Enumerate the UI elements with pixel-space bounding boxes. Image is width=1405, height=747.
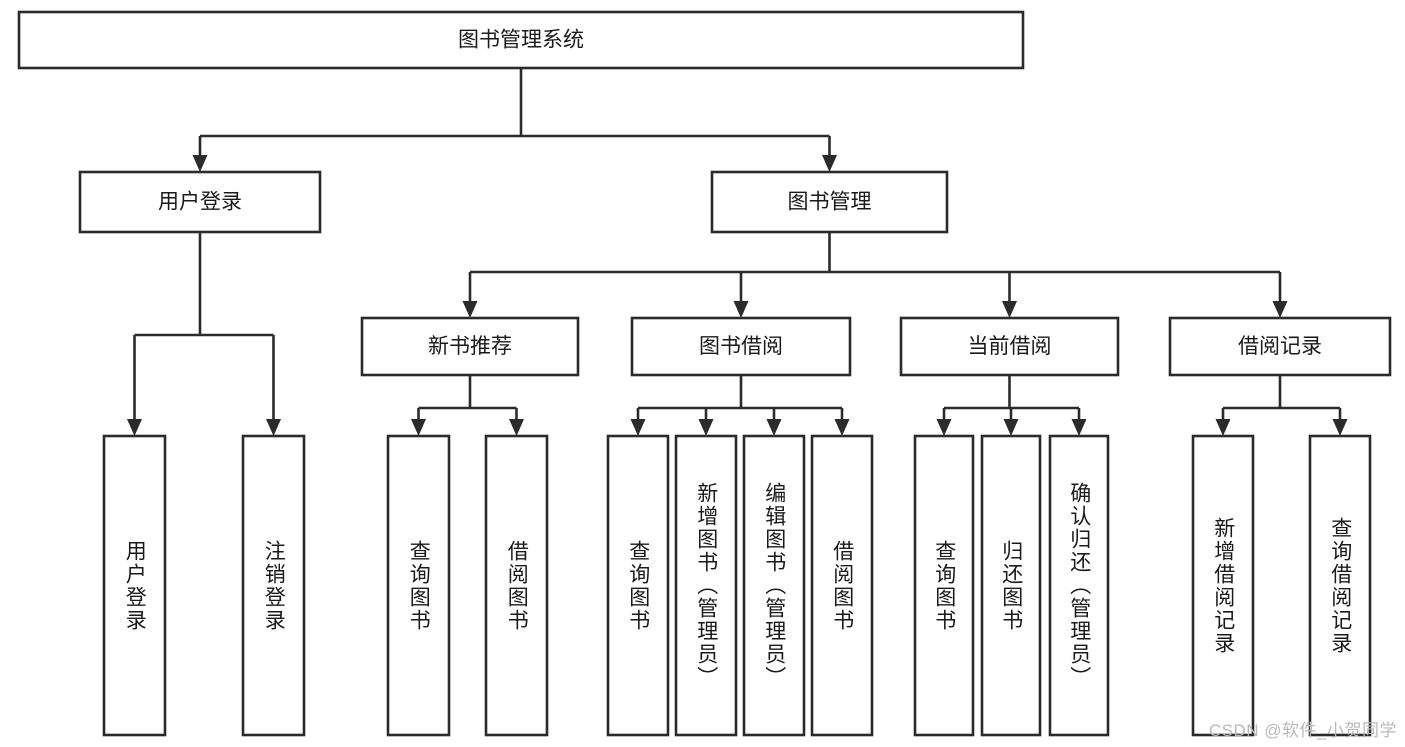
node-box-leaf-edit-book[interactable]: [742, 434, 806, 737]
node-box-user-login[interactable]: [78, 170, 322, 234]
new-book-recommend-to-leaves-arrow-1: [509, 419, 524, 436]
new-book-recommend-to-leaves-arrow-0: [411, 419, 426, 436]
leaf-node-boxes: [102, 434, 1372, 737]
node-label-borrow-record: 借阅记录: [1238, 335, 1322, 358]
node-box-leaf-borrow-book-1[interactable]: [484, 434, 549, 737]
book-borrow-to-leaves-arrow-0: [630, 419, 646, 436]
borrow-record-to-leaves-arrow-0: [1215, 419, 1231, 436]
node-box-leaf-logout-login[interactable]: [241, 434, 306, 737]
node-box-leaf-return-book[interactable]: [980, 434, 1042, 737]
node-box-leaf-query-borrow-record[interactable]: [1308, 434, 1372, 737]
node-box-current-borrow[interactable]: [899, 316, 1120, 377]
node-label-new-book-recommend: 新书推荐: [428, 335, 512, 358]
node-label-user-login: 用户登录: [158, 191, 242, 214]
node-box-leaf-add-borrow-record[interactable]: [1191, 434, 1255, 737]
bookmanage-to-level3-arrow-1: [733, 301, 749, 318]
root-to-level2-arrow-0: [192, 155, 208, 172]
node-box-leaf-query-book-2[interactable]: [606, 434, 670, 737]
connector-arrowheads: [127, 155, 1348, 436]
userlogin-arrow-0: [127, 419, 142, 436]
bookmanage-to-level3-arrow-2: [1002, 301, 1017, 318]
current-borrow-to-leaves-arrow-2: [1071, 419, 1087, 436]
node-label-root: 图书管理系统: [458, 29, 584, 52]
node-box-leaf-add-book[interactable]: [674, 434, 738, 737]
userlogin-arrow-1: [266, 419, 281, 436]
borrow-record-to-leaves-arrow-1: [1332, 419, 1348, 436]
bookmanage-to-level3-arrow-0: [462, 301, 478, 318]
node-box-leaf-query-book-3[interactable]: [913, 434, 975, 737]
node-box-leaf-query-book-1[interactable]: [386, 434, 451, 737]
node-box-leaf-borrow-book-2[interactable]: [810, 434, 874, 737]
current-borrow-to-leaves-arrow-0: [936, 419, 952, 436]
book-borrow-to-leaves-arrow-2: [766, 419, 782, 436]
bookmanage-to-level3-arrow-3: [1272, 301, 1288, 318]
node-labels: 图书管理系统 用户登录 图书管理 新书推荐 图书借阅 当前借阅 借阅记录: [158, 29, 1322, 359]
node-label-current-borrow: 当前借阅: [968, 335, 1052, 358]
node-box-new-book-recommend[interactable]: [360, 316, 580, 377]
node-box-leaf-user-login[interactable]: [102, 434, 167, 737]
node-box-leaf-confirm-return[interactable]: [1048, 434, 1110, 737]
current-borrow-to-leaves-arrow-1: [1003, 419, 1019, 436]
root-to-level2-arrow-1: [822, 155, 837, 172]
connector-lines: [133, 68, 1342, 419]
node-boxes: [17, 10, 1392, 737]
node-box-root[interactable]: [17, 10, 1025, 70]
book-borrow-to-leaves-arrow-3: [834, 419, 850, 436]
book-borrow-to-leaves-arrow-1: [698, 419, 714, 436]
node-label-book-manage: 图书管理: [788, 191, 872, 214]
node-label-book-borrow: 图书借阅: [699, 335, 783, 358]
watermark-text: CSDN @软件_小贺同学: [1208, 721, 1397, 740]
